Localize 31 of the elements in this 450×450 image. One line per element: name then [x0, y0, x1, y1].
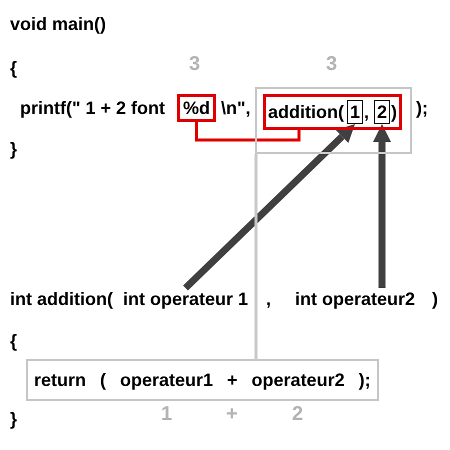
code-text: printf(" 1 + 2 font	[20, 97, 166, 119]
connector-line	[195, 122, 300, 142]
code-text: );	[416, 97, 428, 119]
value-annotation: 1	[161, 403, 172, 425]
code-text: )	[391, 101, 398, 123]
code-text: int addition(	[10, 288, 113, 310]
code-text: }	[10, 408, 18, 430]
code-text: }	[10, 138, 18, 160]
code-text: {	[10, 57, 18, 79]
code-text: void main()	[10, 13, 106, 35]
code-text: {	[10, 330, 18, 352]
argument-box: 2	[374, 100, 390, 124]
value-annotation: +	[226, 403, 238, 425]
code-text: \n",	[221, 97, 251, 119]
code-text: int operateur 1	[123, 288, 248, 310]
value-annotation: 3	[326, 53, 338, 75]
highlight-box	[263, 94, 402, 130]
arrow	[183, 124, 356, 291]
value-annotation: 2	[292, 403, 304, 425]
code-text: int operateur2	[295, 288, 416, 310]
statement-box: return ( operateur1 + operateur2 );	[26, 359, 379, 401]
outline-frame	[255, 87, 412, 154]
arrow	[373, 124, 391, 288]
value-annotation: 3	[189, 53, 200, 75]
highlight-box: %d	[177, 94, 216, 122]
code-text: ,	[266, 288, 272, 310]
argument-box: 1	[346, 100, 363, 124]
code-text: )	[432, 288, 438, 310]
connector-line	[254, 154, 258, 359]
code-text: addition(	[268, 101, 344, 123]
code-text: ,	[364, 101, 370, 123]
